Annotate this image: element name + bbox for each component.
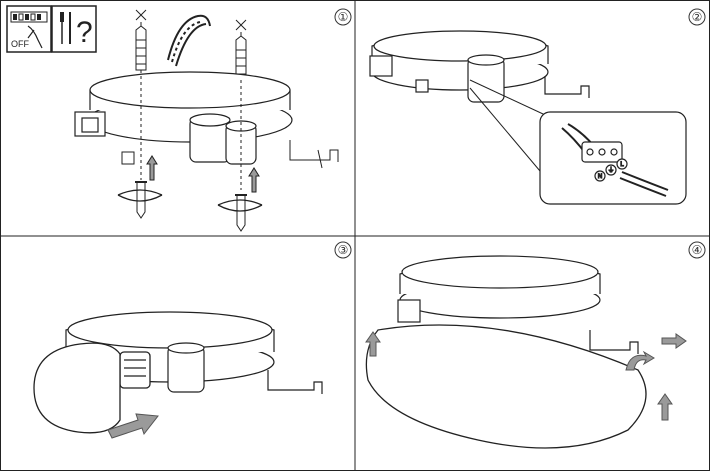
panel-2: ② N ⏚ L [369, 8, 706, 205]
terminal-detail: N ⏚ L [539, 111, 687, 205]
glass-shade [365, 324, 647, 449]
question-mark: ? [76, 16, 93, 49]
terminal-label-l: L [620, 162, 624, 168]
step-number-3-circle [334, 241, 352, 259]
step-number-1: ① [338, 10, 349, 24]
screw-left [117, 155, 163, 219]
ceiling-base-2 [369, 30, 590, 103]
step-number-3: ③ [338, 243, 349, 257]
power-off-warning: OFF [6, 5, 52, 53]
ceiling-base-4 [397, 255, 639, 354]
panel-4: ④ [365, 241, 706, 449]
light-bulb [33, 342, 151, 434]
screw-right [217, 167, 263, 232]
wall-plug-left [135, 9, 147, 71]
step-number-4-circle [688, 241, 706, 259]
push-arrow [107, 413, 159, 439]
cable-wires [167, 14, 211, 67]
off-label: OFF [11, 39, 29, 49]
screwdriver-icon [60, 12, 64, 22]
terminal-label-earth: ⏚ [608, 167, 614, 174]
panel-3: ③ [33, 241, 352, 439]
step-number-2-circle [688, 8, 706, 26]
mounting-clips [121, 140, 339, 169]
step-number-4: ④ [692, 243, 703, 257]
lamp-holders [74, 111, 257, 165]
lift-arrows [365, 331, 687, 421]
tools-question-warning: ? [51, 5, 97, 53]
panel-1: ① OFF ? [6, 5, 352, 232]
dashed-guides [140, 70, 242, 190]
step-number-1-circle [334, 8, 352, 26]
step-number-2: ② [692, 10, 703, 24]
wall-plug-right [235, 19, 247, 81]
terminal-label-n: N [598, 174, 602, 180]
